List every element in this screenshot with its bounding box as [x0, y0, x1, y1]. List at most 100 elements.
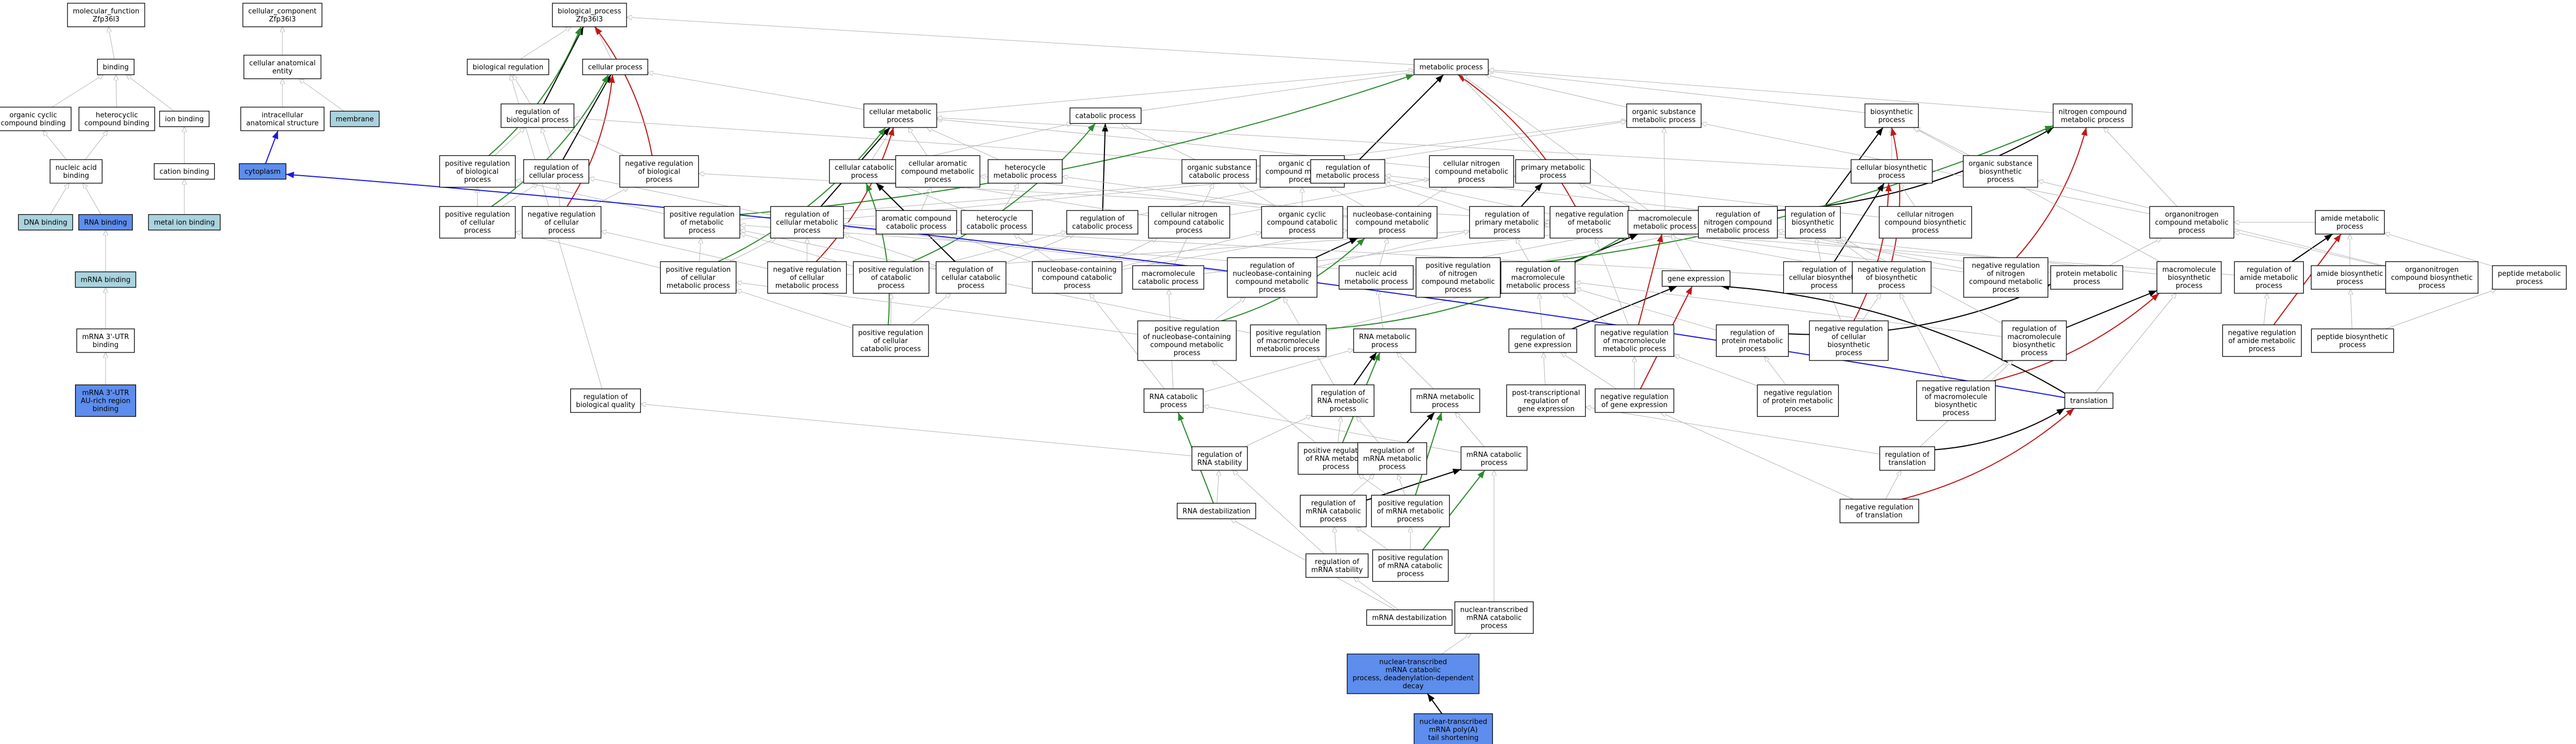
node-label-line: RNA catabolic	[1149, 393, 1198, 401]
edge-is-a	[1764, 357, 1787, 385]
node-box	[1137, 320, 1237, 361]
node-box	[895, 155, 981, 188]
node-box	[1227, 257, 1318, 298]
node-box	[243, 55, 322, 79]
node-box	[1500, 261, 1576, 294]
node-box	[1809, 320, 1889, 361]
edge-is-a	[1441, 634, 1471, 655]
node-label-line: process	[1397, 516, 1424, 524]
node-label-line: gene expression	[1668, 275, 1725, 283]
node-label-line: RNA stability	[1197, 459, 1242, 467]
node-box	[1549, 206, 1630, 239]
node-label-line: biosynthetic	[2013, 341, 2056, 349]
node-box	[18, 214, 73, 231]
node-box	[1300, 494, 1367, 528]
node-box	[852, 324, 929, 357]
node-label-line: organic substance	[1632, 108, 1696, 116]
node-label-line: of macromolecule	[1257, 337, 1320, 345]
node-label-line: negative regulation	[527, 211, 595, 219]
node-label-line: of metabolic	[681, 219, 724, 227]
edge-is-a	[1338, 417, 1341, 443]
go-term-node-dnab: DNA binding	[18, 214, 73, 231]
node-box	[1261, 206, 1343, 239]
node-box	[1515, 159, 1591, 184]
node-label-line: aromatic compound	[882, 215, 951, 223]
edge-is-a	[1109, 238, 1157, 262]
node-label-line: catabolic process	[1189, 172, 1250, 180]
node-label-line: negative regulation	[1600, 329, 1668, 337]
node-label-line: process	[878, 282, 905, 290]
edge-is-a	[563, 127, 625, 156]
node-label-line: macromolecule	[2007, 333, 2061, 341]
node-label-line: biological regulation	[473, 64, 543, 72]
node-label-line: nucleobase-containing	[1037, 266, 1116, 274]
node-label-line: organonitrogen	[2405, 266, 2459, 274]
edge-is-a	[126, 75, 175, 111]
node-label-line: cellular nitrogen	[1443, 160, 1500, 168]
node-label-line: DNA binding	[24, 219, 67, 227]
node-label-line: regulation of	[785, 211, 830, 219]
node-box	[439, 155, 516, 188]
node-label-line: of macromolecule	[1925, 393, 1988, 401]
node-label-line: metabolic process	[2061, 116, 2125, 124]
edge-is-a	[1661, 412, 1854, 500]
node-label-line: of mRNA catabolic	[1378, 562, 1443, 570]
edge-is-a	[1831, 294, 1842, 321]
edge-is-a	[1378, 289, 1384, 329]
node-label-line: regulation of	[1326, 164, 1370, 172]
node-label-line: biosynthetic	[1870, 108, 1913, 116]
edge-is-a	[1385, 183, 1470, 211]
node-box	[242, 3, 323, 27]
edge-is-a	[1674, 355, 1758, 386]
node-label-line: metabolic process	[775, 282, 839, 290]
node-box	[2311, 328, 2394, 353]
node-box	[1415, 257, 1501, 298]
node-label-line: gene expression	[1514, 341, 1572, 349]
node-label-line: process	[1540, 172, 1566, 180]
edge-negatively-regulates	[1638, 234, 1663, 325]
node-label-line: binding	[93, 341, 118, 349]
node-label-line: biological quality	[576, 401, 636, 409]
node-label-line: negative regulation	[773, 266, 841, 274]
node-label-line: molecular_function	[73, 7, 139, 16]
node-label-line: process	[887, 116, 914, 124]
node-label-line: of cellular	[790, 274, 825, 282]
edge-is-a	[1330, 187, 1365, 207]
edge-is-a	[640, 404, 1192, 456]
node-box	[76, 328, 135, 353]
node-label-line: process	[1289, 176, 1316, 184]
node-label-line: macromolecule	[1141, 270, 1195, 278]
edge-positively-regulates	[488, 26, 582, 156]
node-box	[1963, 257, 2049, 298]
node-label-line: regulation of	[584, 393, 628, 401]
node-label-line: positive regulation	[858, 329, 923, 337]
go-term-node-translation: translation	[2064, 392, 2114, 409]
node-label-line: cellular biosynthetic	[1856, 164, 1927, 172]
node-box	[876, 210, 957, 235]
node-label-line: organic substance	[1188, 164, 1251, 172]
node-box	[1357, 442, 1428, 475]
node-label-line: process	[2176, 282, 2202, 290]
node-label-line: process	[1878, 282, 1905, 290]
node-label-line: catabolic process	[886, 223, 947, 231]
node-box	[1469, 206, 1545, 239]
node-box	[1414, 58, 1489, 76]
node-box	[78, 214, 133, 231]
node-label-line: metabolic process	[667, 282, 730, 290]
node-label-line: negative regulation	[1764, 389, 1832, 397]
